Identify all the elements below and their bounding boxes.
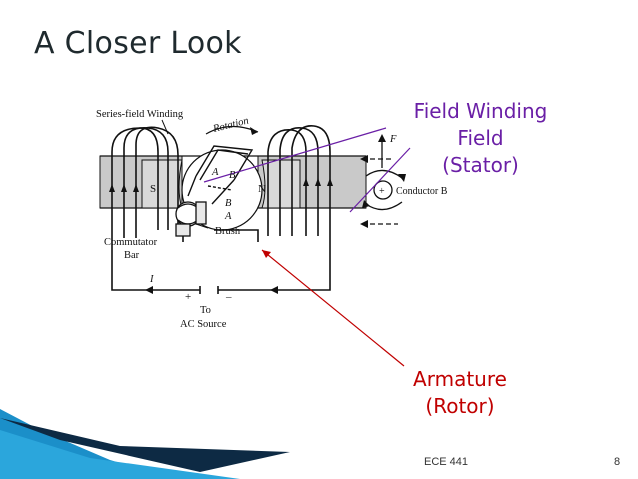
- coil-a-bottom-label: A: [224, 211, 232, 222]
- external-circuit: [111, 229, 331, 294]
- slide-title: A Closer Look: [34, 26, 242, 61]
- coil-b-top-label: B: [229, 170, 236, 181]
- conductor-plus-label: +: [379, 186, 385, 197]
- armature-line1: Armature: [413, 367, 507, 391]
- left-field-coils: [111, 126, 179, 238]
- series-field-winding-label: Series-field Winding: [96, 109, 184, 120]
- pole-s-label: S: [150, 183, 156, 195]
- commutator-label-line2: Bar: [124, 250, 140, 261]
- pole-n-face: [261, 159, 301, 209]
- brush-label: Brush: [215, 226, 241, 237]
- to-label: To: [200, 305, 211, 316]
- plus-terminal-label: +: [185, 291, 191, 303]
- pole-n-label: N: [258, 183, 266, 195]
- force-label: F: [389, 134, 397, 145]
- armature-coil: [187, 145, 254, 205]
- field-winding-line2: Field: [457, 126, 504, 150]
- coil-b-bottom-label: B: [225, 198, 232, 209]
- conductor-label: Conductor B: [396, 186, 448, 197]
- rotation-label: Rotation: [211, 115, 250, 135]
- armature-pointer-line: [261, 249, 405, 367]
- current-label: I: [149, 274, 154, 285]
- armature-line2: (Rotor): [425, 394, 495, 418]
- field-winding-line3: (Stator): [442, 153, 519, 177]
- field-winding-line1: Field Winding: [413, 99, 548, 123]
- page-number: 8: [614, 456, 621, 468]
- field-pointer-line: [203, 127, 387, 183]
- ac-source-label: AC Source: [180, 319, 227, 330]
- field-winding-label: Field Winding Field (Stator): [388, 98, 573, 179]
- decorative-swoosh: [0, 409, 290, 479]
- right-field-coils: [267, 125, 331, 236]
- commutator-label-line1: Commutator: [104, 237, 158, 248]
- armature-label: Armature (Rotor): [395, 366, 525, 420]
- footer-course: ECE 441: [424, 456, 469, 468]
- coil-a-top-label: A: [211, 167, 219, 178]
- field-pointer-line-2: [349, 147, 411, 213]
- commutator: [175, 201, 207, 237]
- pole-s-face: [141, 159, 183, 209]
- minus-terminal-label: –: [225, 291, 232, 303]
